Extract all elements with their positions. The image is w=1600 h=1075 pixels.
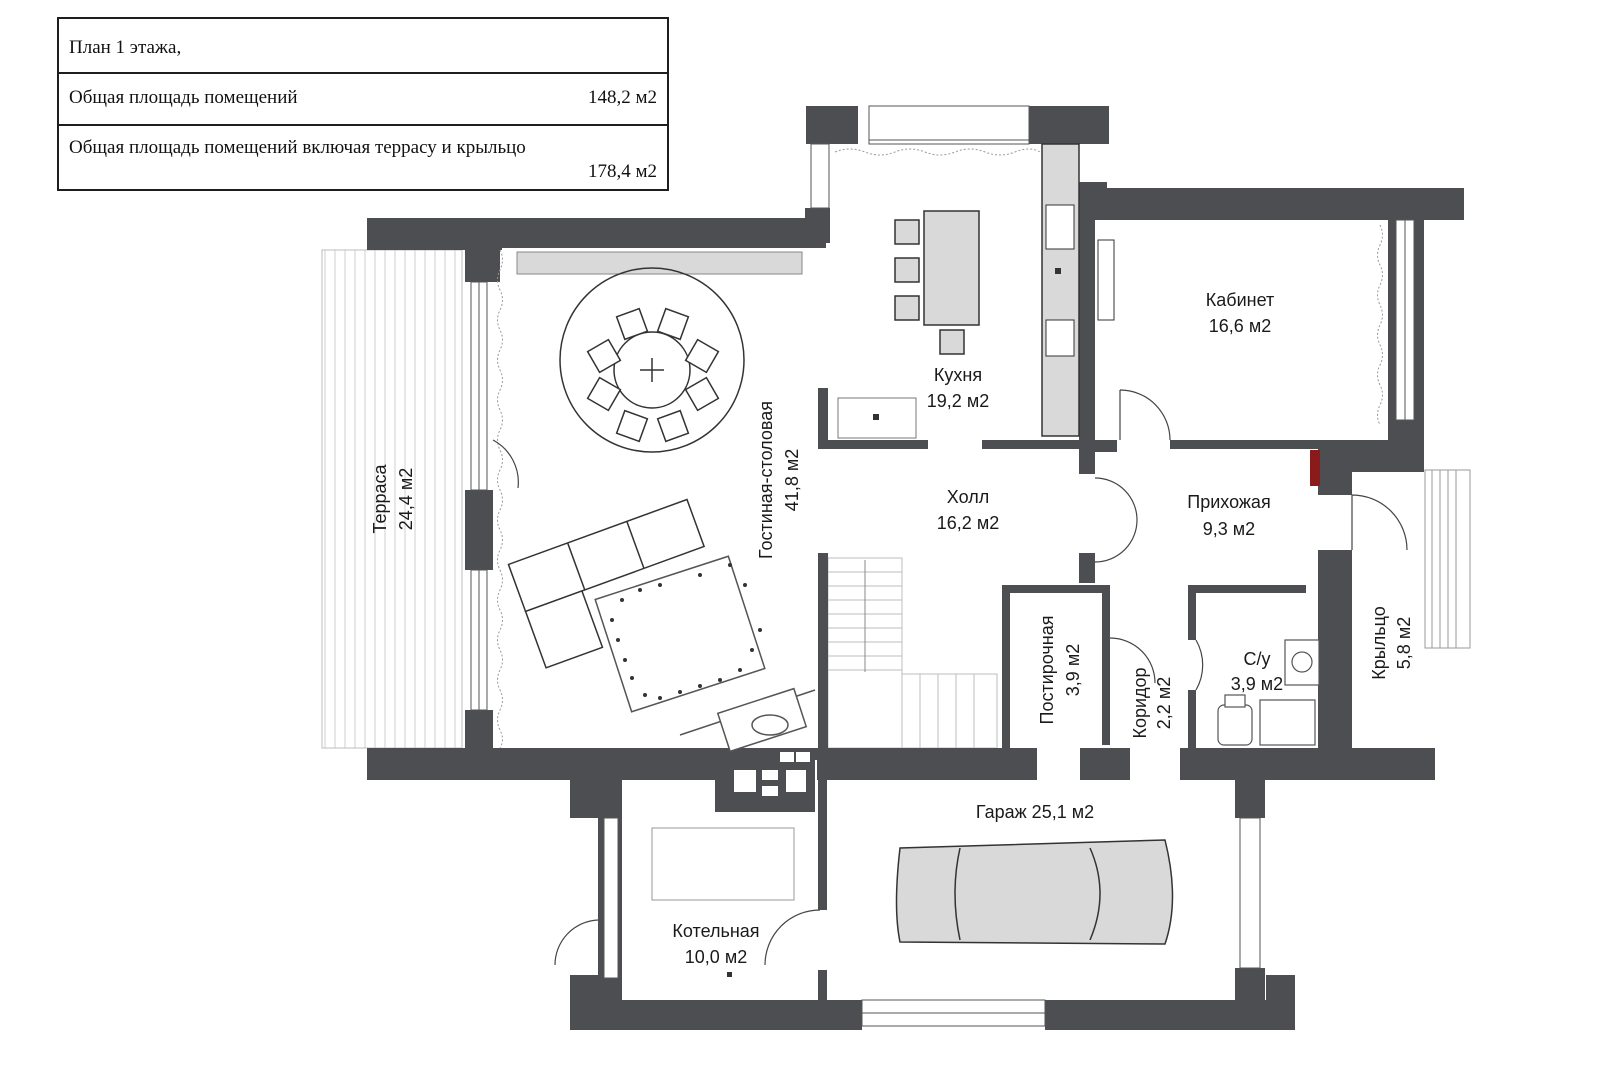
- bathroom-fixtures: [1217, 639, 1320, 746]
- study-name: Кабинет: [1206, 290, 1274, 310]
- entrance-area: 9,3 м2: [1203, 519, 1255, 539]
- total-area-label: Общая площадь помещений: [69, 87, 298, 108]
- porch-name: Крыльцо: [1369, 606, 1389, 679]
- terrace-area: 24,4 м2: [396, 468, 416, 530]
- corridor-name: Коридор: [1130, 667, 1150, 738]
- living-area: 41,8 м2: [782, 449, 802, 511]
- laundry-name: Постирочная: [1037, 616, 1057, 725]
- car: [895, 839, 1174, 945]
- porch-steps: [1424, 469, 1471, 649]
- porch-area: 5,8 м2: [1394, 617, 1414, 669]
- wc-area: 3,9 м2: [1231, 674, 1283, 694]
- boiler-area: 10,0 м2: [685, 947, 747, 967]
- plan-title: План 1 этажа,: [69, 37, 182, 58]
- doors: [492, 389, 1408, 966]
- terrace-name: Терраса: [370, 463, 390, 533]
- kitchen-island: [894, 210, 980, 355]
- total-with-terrace-row: Общая площадь помещений включая террасу …: [59, 126, 667, 189]
- laundry-area: 3,9 м2: [1063, 644, 1083, 696]
- wc-name: С/у: [1244, 649, 1271, 669]
- kitchen-name: Кухня: [934, 365, 982, 385]
- corridor-area: 2,2 м2: [1154, 677, 1174, 729]
- red-marker: [1310, 450, 1320, 486]
- round-dining-table: [559, 267, 745, 453]
- living-name: Гостиная-столовая: [756, 401, 776, 559]
- terrace-decking: [321, 249, 463, 749]
- garage-name: Гараж 25,1 м2: [976, 802, 1094, 822]
- entrance-name: Прихожая: [1187, 492, 1270, 512]
- tv-unit: [679, 687, 816, 753]
- rug: [594, 555, 766, 713]
- kitchen-counter: [1041, 143, 1115, 437]
- hall-area: 16,2 м2: [937, 513, 999, 533]
- total-with-terrace-label: Общая площадь помещений включая террасу …: [69, 137, 526, 158]
- hall-name: Холл: [947, 487, 989, 507]
- area-summary-table: План 1 этажа, Общая площадь помещений 14…: [57, 17, 669, 191]
- corner-sofa: [507, 498, 706, 669]
- total-area-row: Общая площадь помещений 148,2 м2: [59, 74, 667, 126]
- total-area-value: 148,2 м2: [587, 87, 657, 108]
- boiler-vent: [727, 972, 732, 977]
- walls: [367, 106, 1464, 1030]
- staircase: [827, 557, 998, 749]
- total-with-terrace-value: 178,4 м2: [587, 161, 657, 182]
- kitchen-area: 19,2 м2: [927, 391, 989, 411]
- study-area: 16,6 м2: [1209, 316, 1271, 336]
- curtains: [497, 148, 1383, 749]
- sideboard: [516, 251, 803, 275]
- windows: [470, 105, 1415, 1027]
- cabinet-handle: [873, 414, 879, 420]
- boiler-unit: [651, 827, 795, 901]
- dining-chairs: [586, 307, 720, 443]
- summary-title-row: План 1 этажа,: [59, 19, 667, 74]
- boiler-name: Котельная: [672, 921, 759, 941]
- room-labels: Терраса 24,4 м2 Гостиная-столовая 41,8 м…: [370, 290, 1414, 967]
- vent-openings: [734, 752, 810, 796]
